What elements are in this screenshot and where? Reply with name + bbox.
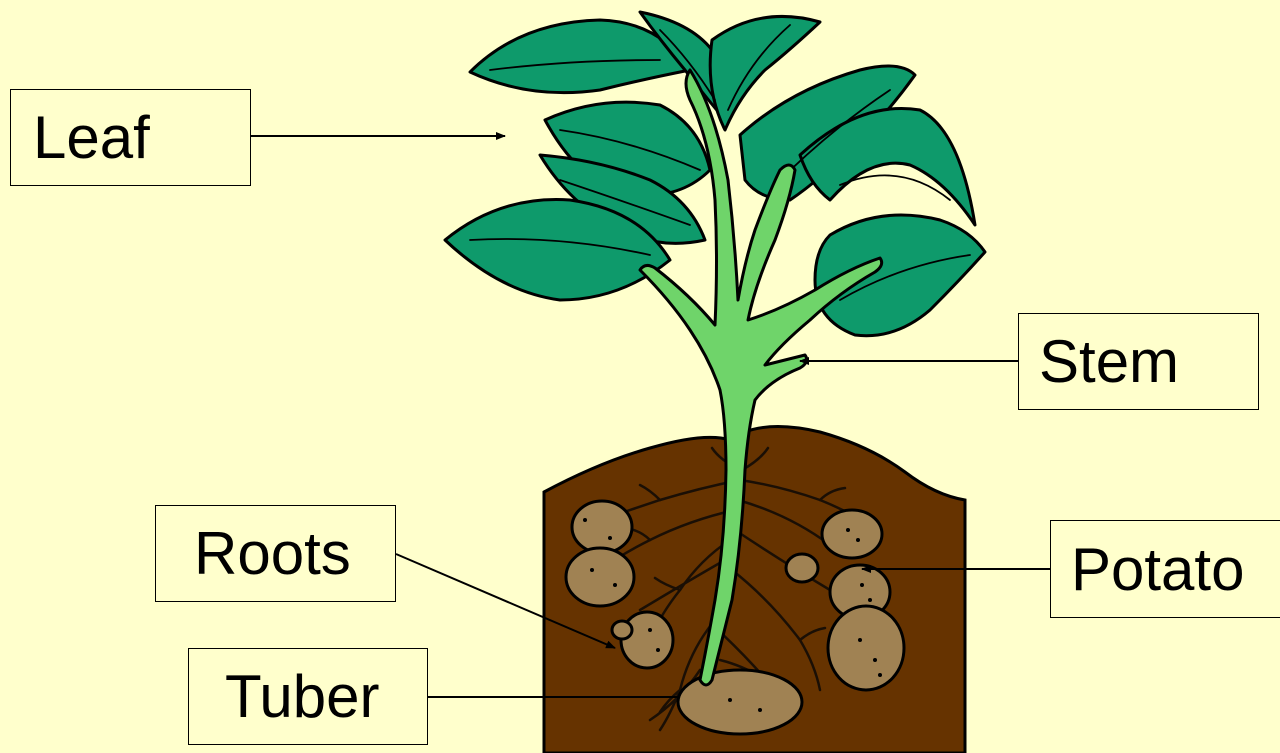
roots-label: Roots bbox=[155, 505, 396, 602]
potato-4 bbox=[822, 510, 882, 558]
potato-2 bbox=[566, 548, 634, 606]
potato-6 bbox=[828, 606, 904, 690]
leaf-label: Leaf bbox=[10, 89, 251, 186]
tuber bbox=[678, 670, 802, 734]
tuber-label: Tuber bbox=[188, 648, 428, 745]
potato-7 bbox=[786, 554, 818, 582]
potato-label: Potato bbox=[1050, 520, 1280, 618]
stem-label: Stem bbox=[1018, 313, 1259, 410]
potato-1 bbox=[572, 501, 632, 553]
potato-8 bbox=[612, 621, 632, 639]
potato-3 bbox=[621, 612, 673, 668]
